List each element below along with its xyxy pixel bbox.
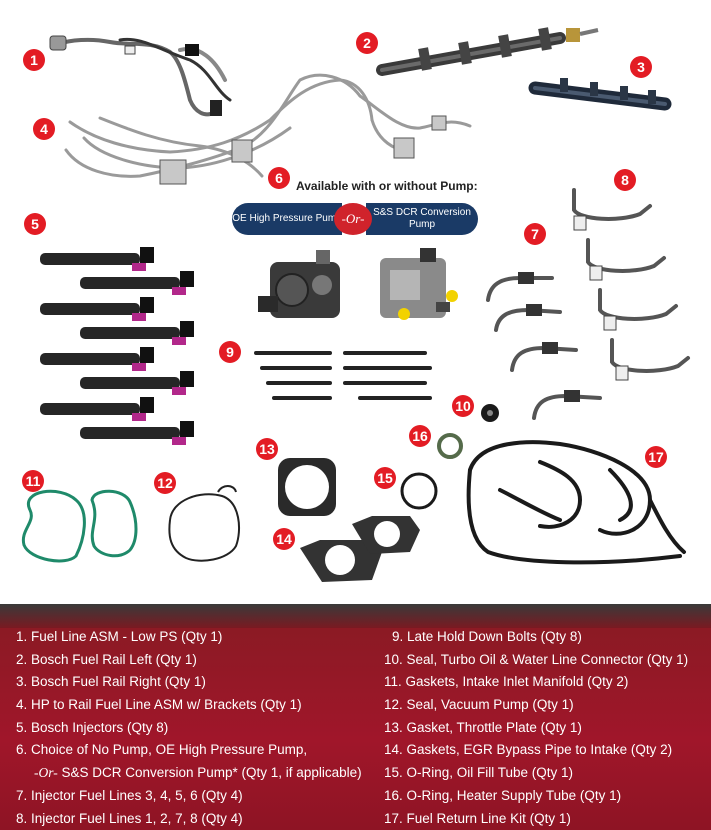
- list-item: 8. Injector Fuel Lines 1, 2, 7, 8 (Qty 4…: [16, 810, 243, 826]
- injector-lines-3-6-part: [486, 272, 602, 420]
- callout-badge: 8: [614, 169, 636, 191]
- fuel-rail-left-part: [376, 27, 599, 76]
- list-item: 11. Gaskets, Intake Inlet Manifold (Qty …: [384, 674, 629, 690]
- heater-oring-part: [437, 433, 463, 459]
- fuel-line-low-ps-part: [49, 35, 232, 117]
- or-badge: -Or-: [334, 203, 372, 235]
- list-item: 6. Choice of No Pump, OE High Pressure P…: [16, 742, 308, 758]
- callout-badge: 3: [630, 56, 652, 78]
- egr-gaskets-part: [300, 516, 420, 582]
- callout-badge: 16: [409, 425, 431, 447]
- list-item: 15. O-Ring, Oil Fill Tube (Qty 1): [384, 765, 574, 781]
- vacuum-seal-part: [168, 485, 241, 562]
- list-item-text: S&S DCR Conversion Pump* (Qty 1, if appl…: [57, 765, 362, 781]
- list-item: 9. Late Hold Down Bolts (Qty 8): [392, 629, 582, 644]
- hold-down-bolts-part: [254, 351, 432, 400]
- callout-badge: 12: [154, 472, 176, 494]
- parts-list-left: 1. Fuel Line ASM - Low PS (Qty 1) 2. Bos…: [16, 626, 362, 830]
- list-item: -Or- S&S DCR Conversion Pump* (Qty 1, if…: [16, 762, 362, 785]
- callout-badge: 9: [219, 341, 241, 363]
- injector-lines-1-2-7-8-part: [572, 188, 690, 381]
- pump-availability-heading: Available with or without Pump:: [296, 179, 478, 193]
- callout-badge: 11: [22, 470, 44, 492]
- callout-badge: 2: [356, 32, 378, 54]
- callout-badge: 13: [256, 438, 278, 460]
- list-item: 17. Fuel Return Line Kit (Qty 1): [384, 810, 571, 826]
- list-item: 16. O-Ring, Heater Supply Tube (Qty 1): [384, 787, 622, 803]
- intake-gaskets-part: [21, 489, 138, 563]
- list-item: 1. Fuel Line ASM - Low PS (Qty 1): [16, 629, 223, 644]
- injectors-part: [40, 247, 194, 445]
- or-text: -Or-: [34, 765, 58, 781]
- dcr-conversion-pump-part: [380, 248, 458, 320]
- callout-badge: 4: [33, 118, 55, 140]
- parts-list-right: 9. Late Hold Down Bolts (Qty 8) 10. Seal…: [384, 626, 688, 830]
- parts-list-panel: 1. Fuel Line ASM - Low PS (Qty 1) 2. Bos…: [0, 604, 711, 830]
- callout-badge: 5: [24, 213, 46, 235]
- hp-rail-line-part: [64, 73, 472, 185]
- footer-shade: [0, 604, 711, 628]
- callout-badge: 7: [524, 223, 546, 245]
- list-item: 3. Bosch Fuel Rail Right (Qty 1): [16, 674, 206, 690]
- list-item: 10. Seal, Turbo Oil & Water Line Connect…: [384, 651, 689, 667]
- list-item: 12. Seal, Vacuum Pump (Qty 1): [384, 697, 574, 713]
- list-item: 4. HP to Rail Fuel Line ASM w/ Brackets …: [16, 697, 302, 713]
- parts-drawing: [21, 27, 690, 582]
- callout-badge: 1: [23, 49, 45, 71]
- fuel-rail-right-part: [528, 78, 672, 111]
- callout-badge: 17: [645, 446, 667, 468]
- list-item: 5. Bosch Injectors (Qty 8): [16, 719, 169, 735]
- callout-badge: 6: [268, 167, 290, 189]
- fuel-return-kit-part: [466, 440, 686, 565]
- callout-badge: 14: [273, 528, 295, 550]
- oe-high-pressure-pump-part: [258, 250, 340, 318]
- list-item: 7. Injector Fuel Lines 3, 4, 5, 6 (Qty 4…: [16, 787, 243, 803]
- list-item: 13. Gasket, Throttle Plate (Qty 1): [384, 719, 582, 735]
- oil-fill-oring-part: [400, 472, 438, 510]
- list-item: 14. Gaskets, EGR Bypass Pipe to Intake (…: [384, 742, 673, 758]
- callout-badge: 10: [452, 395, 474, 417]
- callout-badge: 15: [374, 467, 396, 489]
- list-item: 2. Bosch Fuel Rail Left (Qty 1): [16, 651, 197, 667]
- dcr-pump-label: S&S DCR Conversion Pump: [366, 203, 478, 235]
- parts-illustration: 1 2 3 4 5 6 7 8 9 10 11 12 13 14 15 16 1…: [21, 27, 690, 582]
- oe-pump-label: OE High Pressure Pump: [232, 203, 342, 235]
- throttle-gasket-part: [278, 458, 336, 516]
